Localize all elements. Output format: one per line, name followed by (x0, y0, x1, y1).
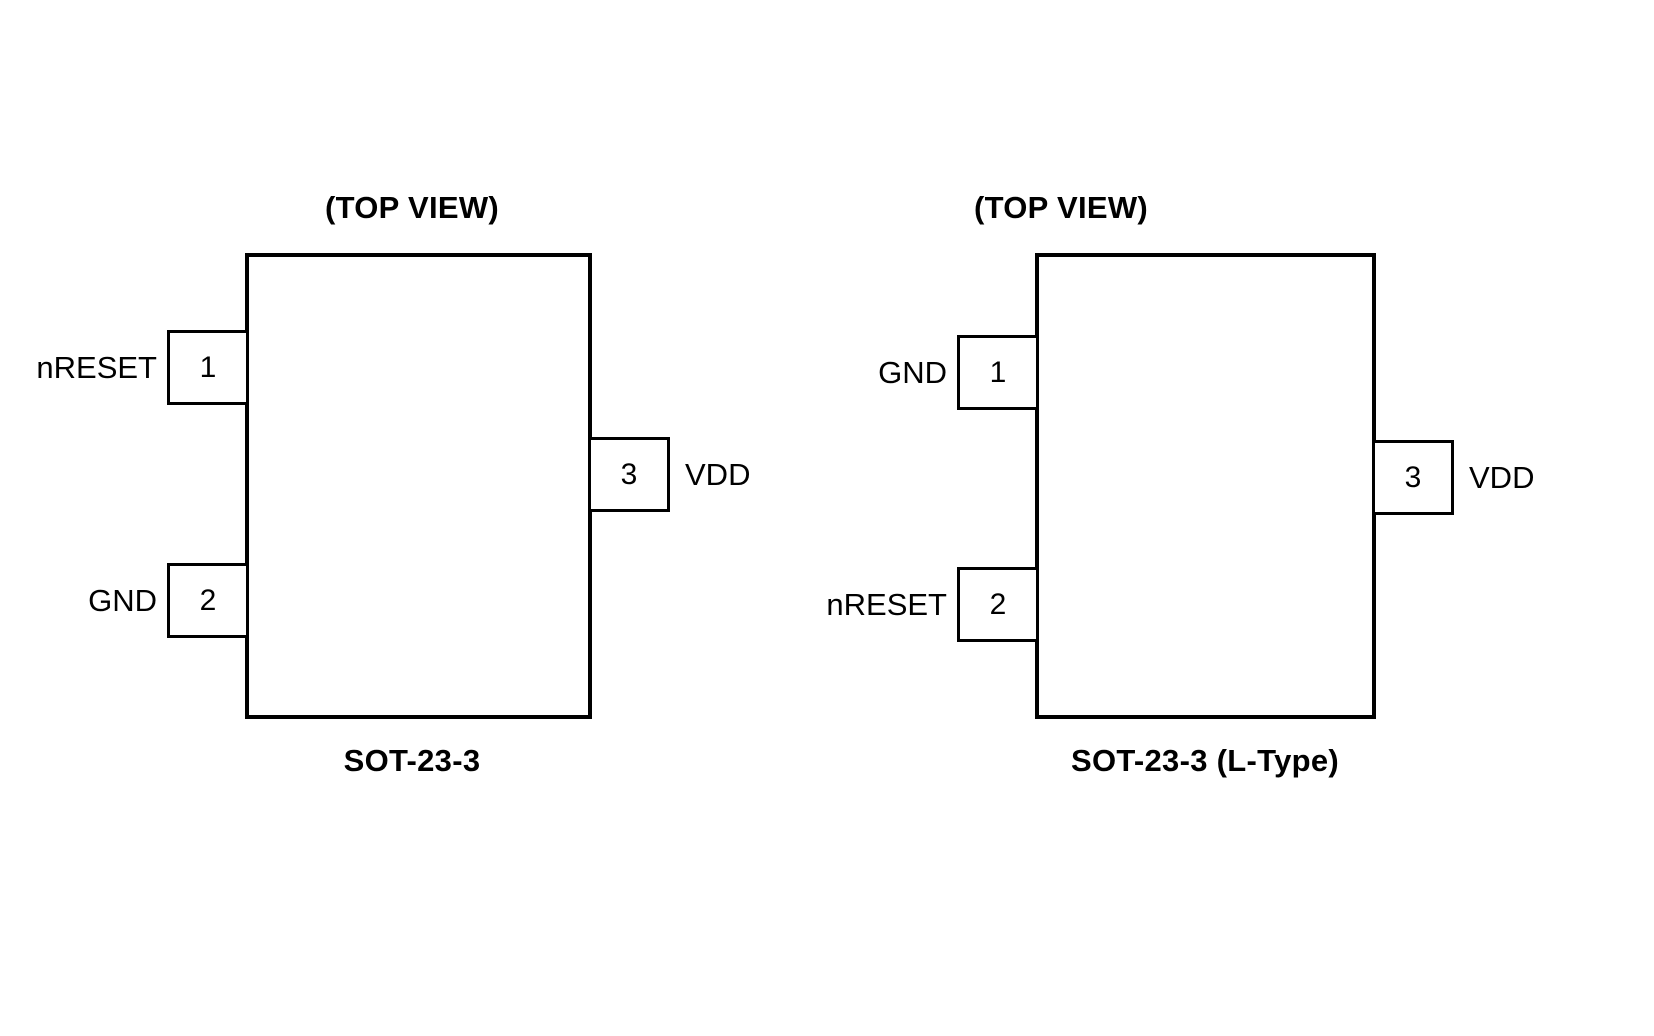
pin-2-number-right: 2 (989, 587, 1007, 621)
pin-2-right[interactable]: 2 (957, 567, 1039, 642)
pin-3-right[interactable]: 3 (1372, 440, 1454, 515)
pin-2-signal-right: nRESET (826, 587, 947, 622)
chip-body-left (245, 253, 592, 719)
pin-3-number-left: 3 (620, 457, 638, 491)
pin-1-number-left: 1 (199, 350, 217, 384)
chip-body-right (1035, 253, 1376, 719)
pin-1-left[interactable]: 1 (167, 330, 249, 405)
package-sot-23-3-l-type: (TOP VIEW) 1 GND 2 nRESET 3 VDD SOT-23-3… (826, 0, 1654, 1036)
pin-2-signal-left: GND (88, 583, 157, 618)
pin-1-number-right: 1 (989, 355, 1007, 389)
pin-3-signal-left: VDD (685, 457, 751, 492)
top-view-title-left: (TOP VIEW) (324, 190, 500, 225)
pin-1-right[interactable]: 1 (957, 335, 1039, 410)
pin-3-left[interactable]: 3 (588, 437, 670, 512)
pin-3-number-right: 3 (1404, 460, 1422, 494)
pin-1-signal-left: nRESET (36, 350, 157, 385)
package-sot-23-3: (TOP VIEW) 1 nRESET 2 GND 3 VDD SOT-23-3 (36, 190, 750, 778)
top-view-title-right: (TOP VIEW) (973, 190, 1149, 225)
pin-2-number-left: 2 (199, 583, 217, 617)
pin-1-signal-right: GND (878, 355, 947, 390)
pin-2-left[interactable]: 2 (167, 563, 249, 638)
package-name-left: SOT-23-3 (343, 743, 481, 778)
pin-3-signal-right: VDD (1469, 460, 1535, 495)
package-name-right: SOT-23-3 (L-Type) (1070, 743, 1340, 778)
